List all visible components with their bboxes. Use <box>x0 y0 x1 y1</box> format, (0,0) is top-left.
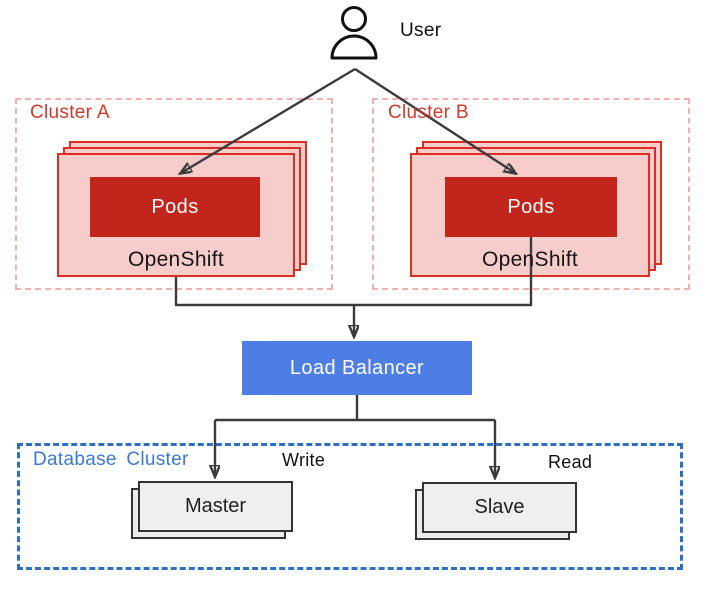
cluster-a-label: Cluster A <box>30 102 110 123</box>
cluster-a-pods-box: Pods <box>90 177 260 237</box>
slave-label: Slave <box>474 496 525 518</box>
cluster-b-pods-label: Pods <box>507 195 555 218</box>
database-cluster-frame <box>17 443 683 570</box>
user-icon <box>330 6 378 60</box>
cluster-b-platform-label: OpenShift <box>481 248 579 271</box>
connector-load-balancer-split <box>215 395 495 422</box>
cluster-b-label: Cluster B <box>388 102 469 123</box>
cluster-a-pods-label: Pods <box>151 195 199 218</box>
user-label: User <box>400 20 442 41</box>
cluster-b-pods-box: Pods <box>445 177 617 237</box>
cluster-a-platform-label: OpenShift <box>127 248 225 271</box>
master-node-box: Master <box>138 481 293 532</box>
load-balancer-box: Load Balancer <box>242 341 472 395</box>
read-annotation: Read <box>548 452 593 472</box>
master-label: Master <box>184 495 247 517</box>
write-annotation: Write <box>282 450 326 470</box>
load-balancer-label: Load Balancer <box>289 356 425 379</box>
database-cluster-label: Database Cluster <box>33 449 189 470</box>
slave-node-box: Slave <box>422 482 577 533</box>
cluster-a-frame <box>15 98 333 290</box>
